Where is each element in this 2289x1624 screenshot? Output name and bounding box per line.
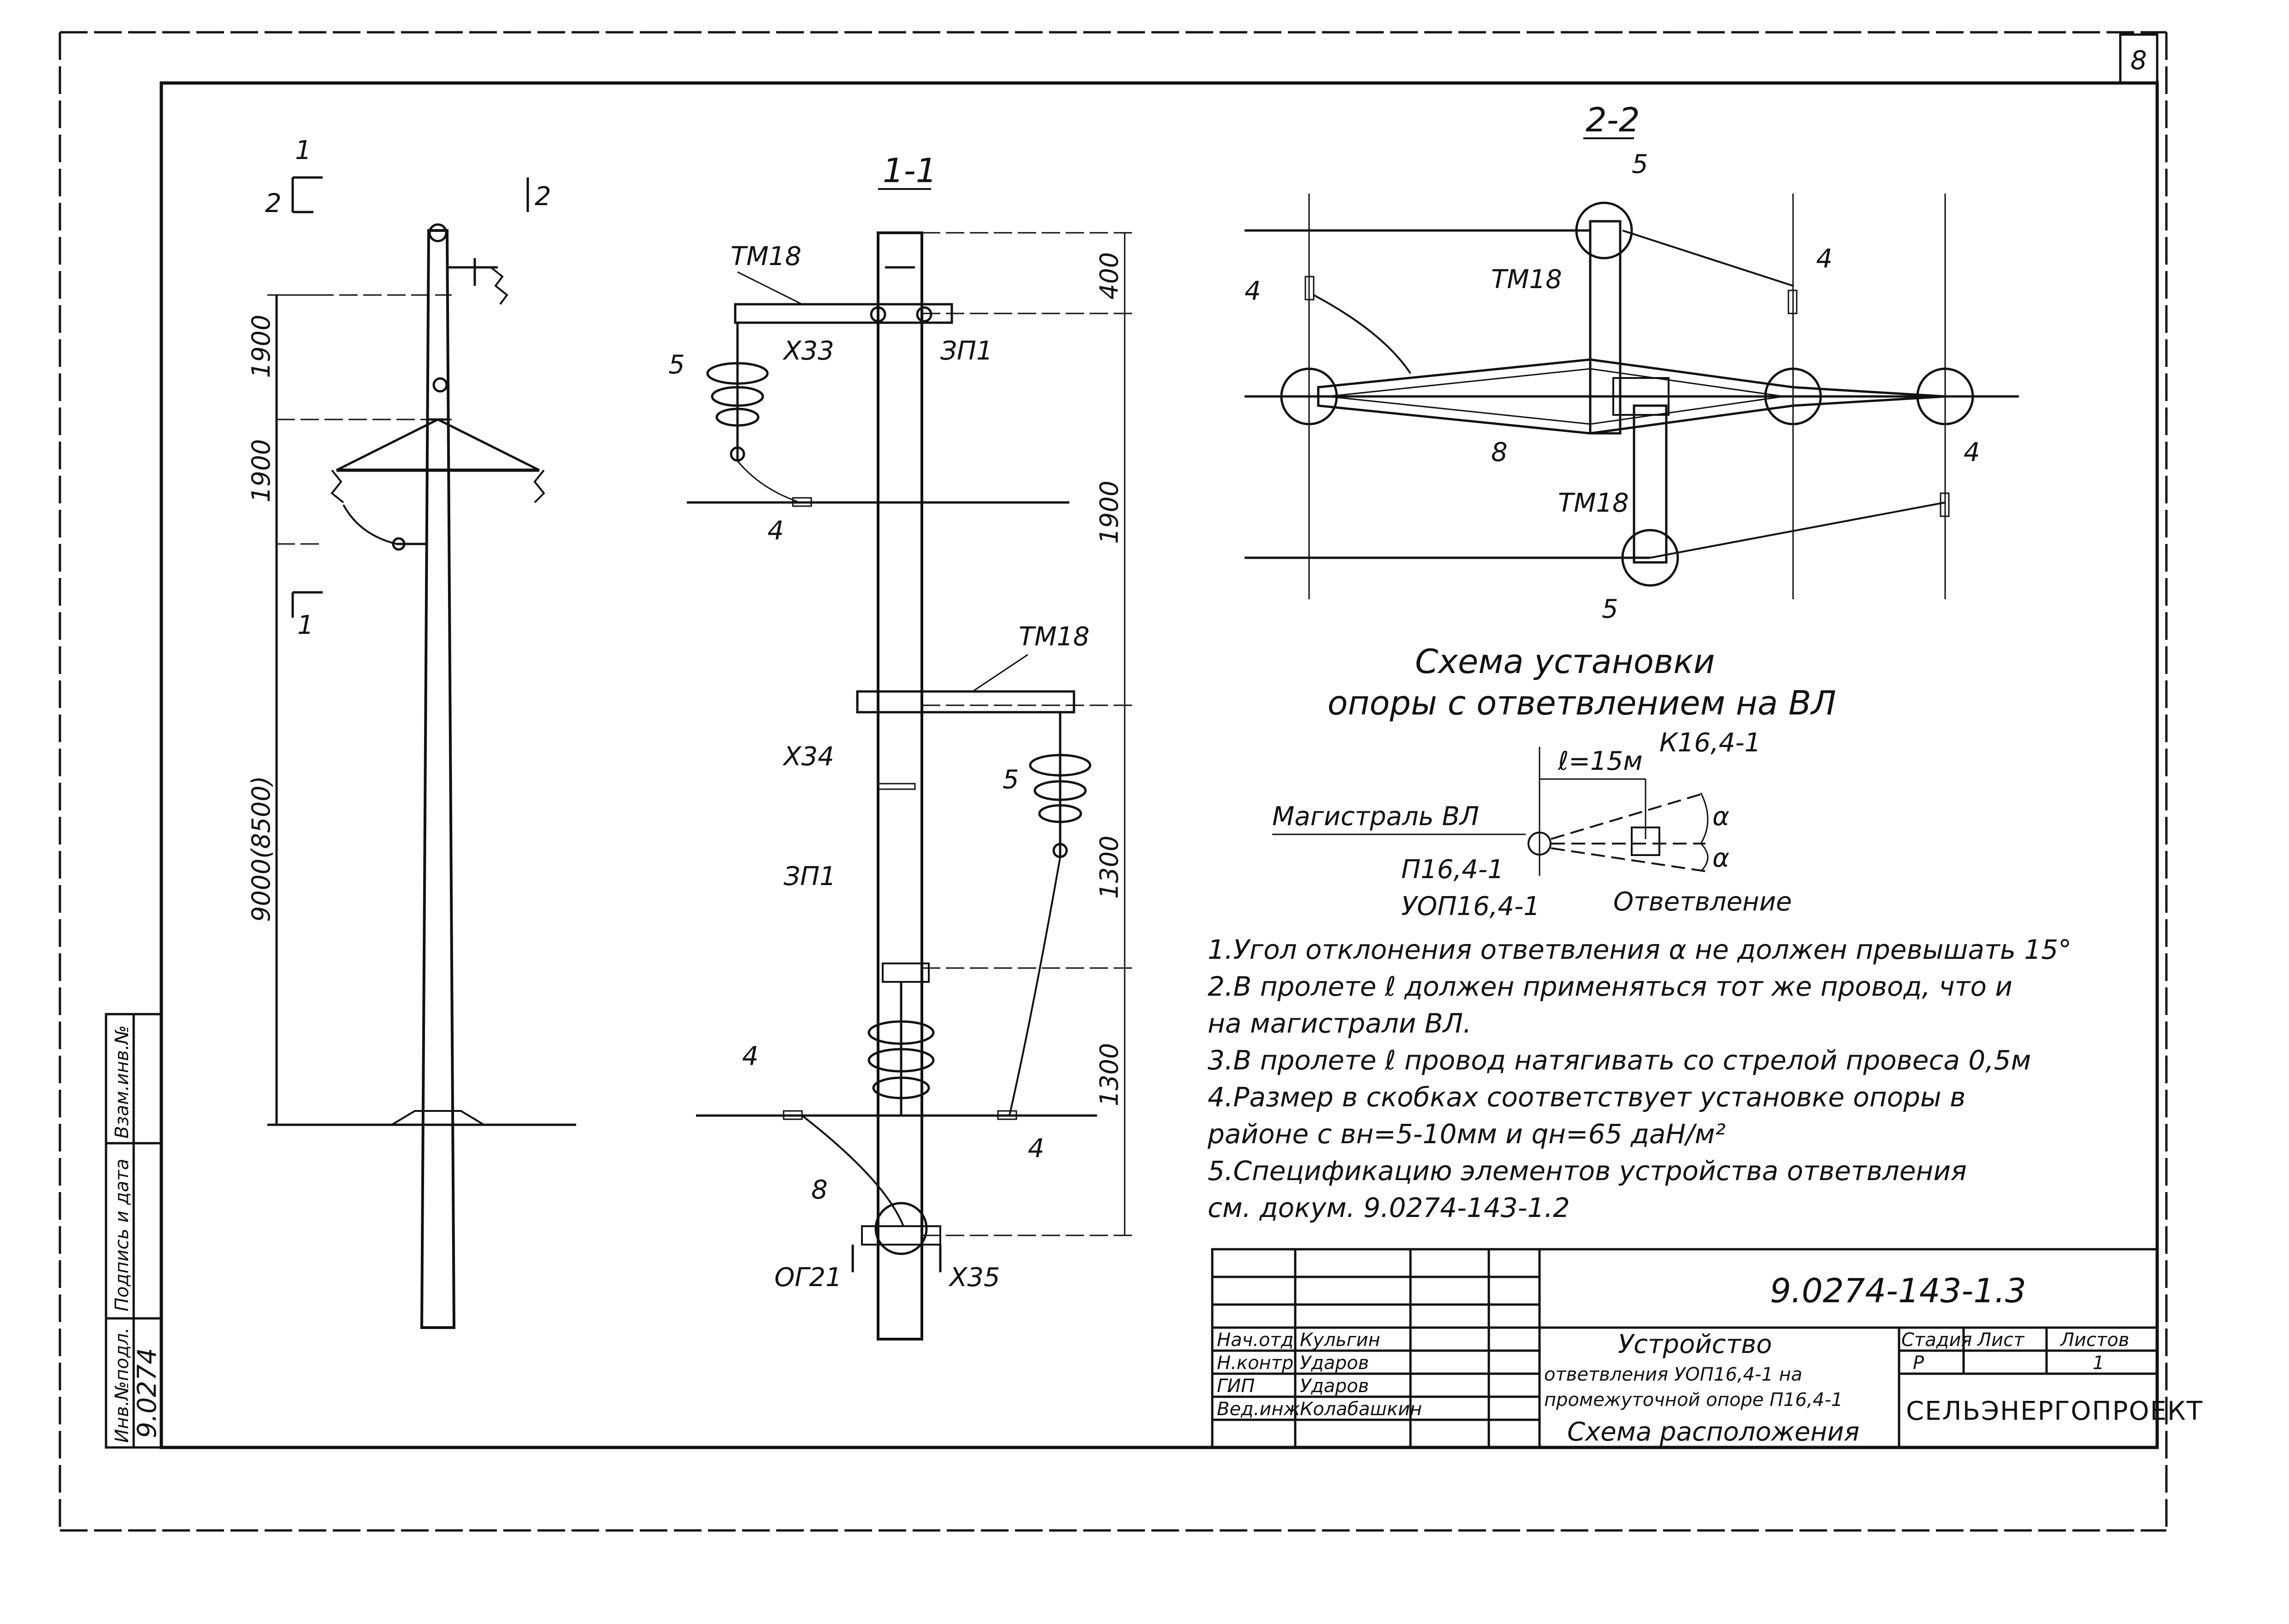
scheme-alpha-bottom: α — [1712, 843, 1729, 873]
name-2: Ударов — [1300, 1352, 1369, 1374]
callout-5-b: 5 — [1003, 765, 1019, 795]
scheme-mainline: Магистраль ВЛ — [1272, 802, 1479, 832]
plan-callout-5-top: 5 — [1632, 149, 1648, 179]
stamp-sign-label: Подпись и дата — [112, 1159, 133, 1311]
page-number: 8 — [2130, 46, 2147, 76]
dim-mid-1300-a: 1300 — [1095, 836, 1124, 899]
plan-callout-tm18-bottom: ТМ18 — [1558, 488, 1629, 518]
notes: 1.Угол отклонения ответвления α не долже… — [1207, 934, 2071, 1223]
stamp-inv-label: Инв.№подл. — [112, 1327, 133, 1443]
insulator-lower-right — [1029, 742, 1091, 858]
page-number-box — [2119, 33, 2159, 84]
note-2b: на магистрали ВЛ. — [1208, 1008, 1471, 1039]
stamp-inv-value: 9.0274 — [132, 1348, 162, 1438]
callout-tm18-b: ТМ18 — [1019, 622, 1090, 652]
callout-5-a: 5 — [668, 350, 685, 380]
section-2-right: 2 — [535, 182, 551, 212]
leader-tm18-b — [972, 654, 1028, 692]
section-1-top: 1 — [295, 136, 312, 165]
scheme-title-line2: опоры с ответвлением на ВЛ — [1327, 684, 1836, 722]
outer-frame — [59, 31, 2168, 1532]
leader-tm18-a — [737, 271, 802, 305]
sheets-header: Листов — [2059, 1329, 2129, 1351]
scheme-uop: УОП16,4-1 — [1401, 892, 1540, 921]
callout-og21: ОГ21 — [774, 1263, 842, 1293]
callout-tm18-a: ТМ18 — [731, 242, 802, 272]
plan-callout-8: 8 — [1491, 437, 1508, 467]
role-4: Вед.инж — [1217, 1399, 1300, 1420]
side-stamp: Взам.инв.№ Подпись и дата Инв.№подл. 9.0… — [105, 1013, 163, 1449]
name-3: Ударов — [1300, 1376, 1369, 1397]
plan-callout-4-right-top: 4 — [1816, 244, 1833, 274]
plan-callout-4-left: 4 — [1245, 276, 1261, 306]
scheme-alpha-top: α — [1712, 802, 1729, 832]
title-block — [1211, 1248, 2159, 1449]
scheme-p164: П16,4-1 — [1401, 855, 1504, 885]
pole-elevation-view: 1900 1900 9000(8500) 1 2 2 1 — [247, 136, 576, 1329]
organization: СЕЛЬЭНЕРГОПРОЕКТ — [1906, 1396, 2203, 1426]
title-line-3: промежуточной опоре П16,4-1 — [1544, 1389, 1843, 1411]
stage-value: Р — [1913, 1352, 1924, 1374]
role-3: ГИП — [1217, 1376, 1255, 1397]
installation-scheme: Схема установки опоры с ответвлением на … — [1272, 642, 1836, 876]
note-1: 1.Угол отклонения ответвления α не долже… — [1208, 934, 2071, 965]
name-4: Колабашкин — [1300, 1399, 1422, 1420]
insulator-string-pole — [867, 982, 935, 1116]
title-line-2: ответвления УОП16,4-1 на — [1544, 1364, 1802, 1385]
view-2-2-title: 2-2 — [1586, 100, 1640, 139]
note-5b: см. докум. 9.0274-143-1.2 — [1208, 1192, 1570, 1223]
scheme-branch: Ответвление — [1613, 887, 1792, 917]
view-1-1-title: 1-1 — [883, 151, 937, 190]
dim-left-1900-b: 1900 — [247, 439, 276, 502]
dim-left-1900-a: 1900 — [247, 315, 276, 378]
dim-mid-400: 400 — [1095, 252, 1124, 300]
inner-frame — [159, 81, 2159, 1449]
scheme-k164: К16,4-1 — [1659, 728, 1761, 758]
callout-zp1-a: ЗП1 — [940, 336, 993, 366]
note-4b: районе с вн=5-10мм и qн=65 даН/м² — [1207, 1118, 1726, 1150]
note-5: 5.Спецификацию элементов устройства отве… — [1208, 1155, 1967, 1187]
scheme-span: ℓ=15м — [1557, 746, 1643, 776]
role-1: Нач.отд — [1217, 1329, 1293, 1351]
note-2: 2.В пролете ℓ должен применяться тот же … — [1208, 971, 2012, 1002]
callout-x34: Х34 — [782, 742, 834, 772]
stamp-swap-label: Взам.инв.№ — [112, 1025, 133, 1139]
dim-mid-1300-b: 1300 — [1095, 1043, 1124, 1106]
pole-body — [420, 229, 456, 1329]
scheme-title-line1: Схема установки — [1415, 642, 1715, 681]
plan-callout-4-right: 4 — [1964, 437, 1980, 467]
callout-8: 8 — [811, 1175, 828, 1205]
note-3: 3.В пролете ℓ провод натягивать со стрел… — [1208, 1045, 2031, 1076]
dim-mid-1900: 1900 — [1095, 481, 1124, 544]
note-4: 4.Размер в скобках соответствует установ… — [1208, 1081, 1965, 1113]
callout-4-a: 4 — [767, 516, 784, 546]
callout-x35: Х35 — [948, 1263, 1000, 1293]
title-line-4: Схема расположения — [1567, 1417, 1859, 1447]
stage-header: Стадия — [1901, 1329, 1972, 1351]
plan-2-2-view: 2-2 — [1245, 100, 2019, 599]
callout-4-c: 4 — [1028, 1134, 1044, 1163]
callout-zp1-b: ЗП1 — [784, 862, 836, 892]
sheet-header: Лист — [1976, 1329, 2025, 1351]
callout-4-b: 4 — [742, 1041, 759, 1071]
sheets-value: 1 — [2093, 1352, 2104, 1374]
role-2: Н.контр — [1217, 1352, 1293, 1374]
callout-x33: Х33 — [782, 336, 834, 366]
plan-callout-5-bottom: 5 — [1602, 594, 1618, 624]
insulator-upper — [706, 350, 769, 462]
section-1-1-view: 1-1 400 1900 1300 1300 — [687, 151, 1134, 1341]
dim-left-9000: 9000(8500) — [247, 776, 276, 922]
section-2-left: 2 — [265, 189, 282, 219]
title-line-1: Устройство — [1618, 1329, 1772, 1359]
section-1-bottom: 1 — [297, 610, 314, 640]
plan-callout-tm18-top: ТМ18 — [1491, 265, 1562, 295]
name-1: Кульгин — [1300, 1329, 1380, 1351]
doc-code: 9.0274-143-1.3 — [1770, 1271, 2026, 1310]
